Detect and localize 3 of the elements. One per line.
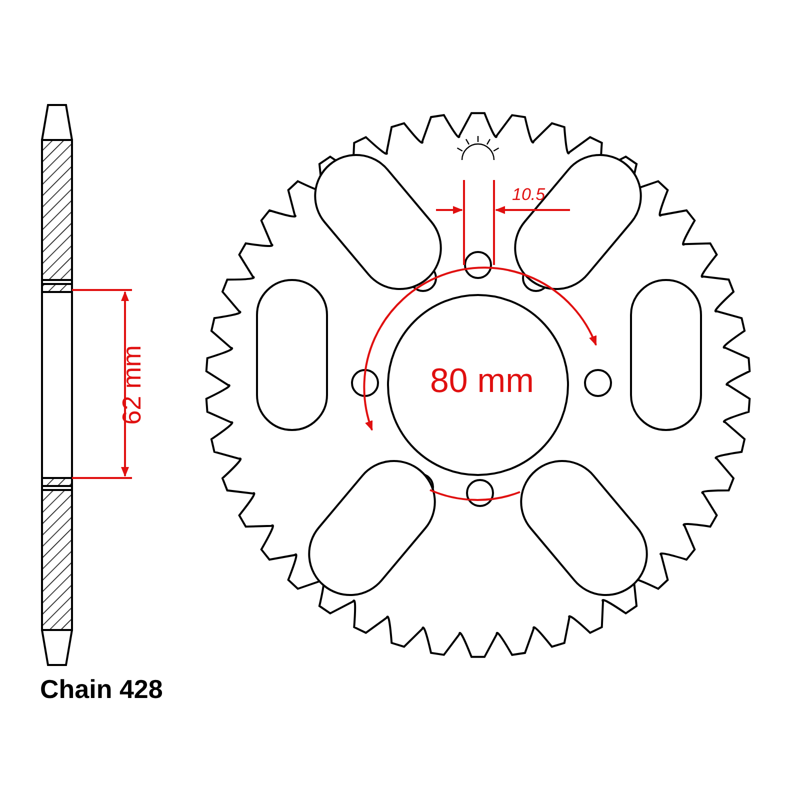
dimension-text: 80 mm	[430, 364, 534, 398]
dimension-text: Chain 428	[40, 676, 163, 702]
dimension-text: 10.5	[512, 186, 546, 203]
